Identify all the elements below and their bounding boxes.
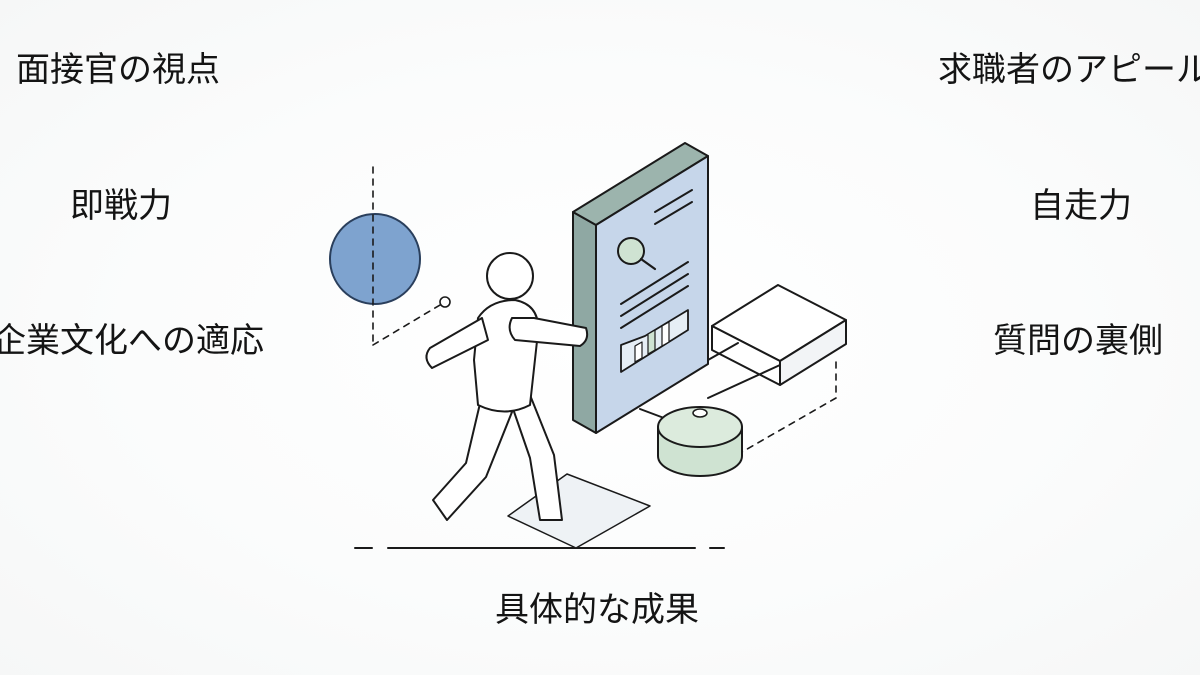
right-title: 求職者のアピール <box>938 50 1200 90</box>
person-icon <box>425 252 589 521</box>
left-item-2: 企業文化への適応 <box>0 321 264 361</box>
magnifier-icon <box>617 237 657 271</box>
guide-endpoint-dot <box>439 296 451 308</box>
right-item-1: 自走力 <box>1030 186 1132 226</box>
database-icon <box>657 406 743 477</box>
circle-icon <box>329 213 421 305</box>
floor-tile <box>507 473 651 549</box>
document-panel-icon <box>572 142 709 434</box>
connector-lines <box>639 342 837 453</box>
left-title: 面接官の視点 <box>16 50 220 90</box>
bottom-label: 具体的な成果 <box>495 590 699 630</box>
right-item-2: 質問の裏側 <box>993 321 1163 361</box>
left-item-1: 即戦力 <box>70 186 172 226</box>
box-icon <box>711 284 847 386</box>
